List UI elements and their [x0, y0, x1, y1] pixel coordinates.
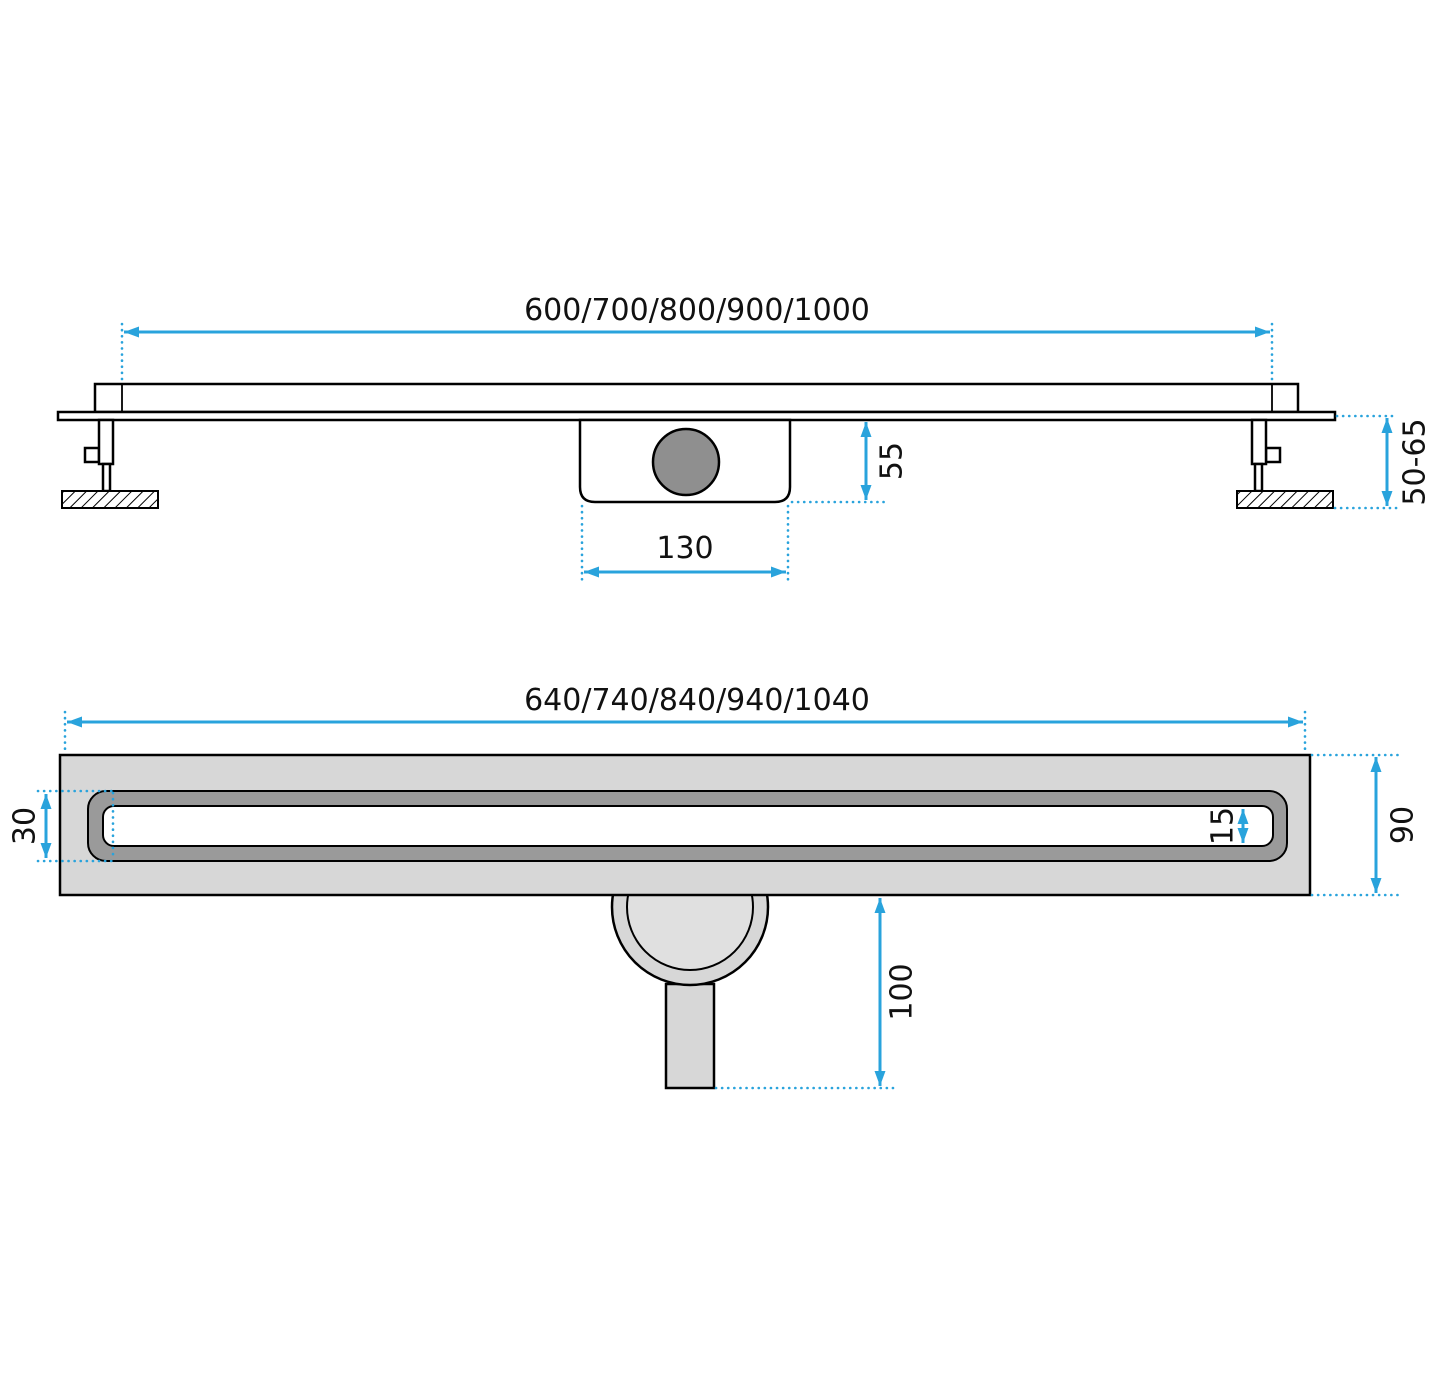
side-dim-adjustable-height: 50-65	[1333, 414, 1433, 510]
side-trap	[578, 418, 792, 504]
left-foot-pad	[61, 490, 159, 509]
right-foot-bracket	[1250, 418, 1268, 466]
left-foot-bracket	[97, 418, 115, 466]
dim-label-slot-width: 15	[1206, 807, 1241, 845]
right-foot-pin	[1253, 462, 1264, 493]
left-foot-tab	[83, 446, 101, 464]
outlet-pipe	[664, 982, 716, 1090]
dim-label-trap-width: 130	[656, 531, 713, 566]
plan-view: 640/740/840/940/1040 30 15 90 100	[8, 683, 1421, 1090]
side-left-foot	[61, 418, 159, 509]
side-dim-trap-width: 130	[580, 504, 790, 584]
grate-bar	[93, 382, 1300, 414]
plan-dim-channel-width: 30	[8, 789, 117, 863]
right-foot-tab	[1264, 446, 1282, 464]
dim-label-side-length: 600/700/800/900/1000	[524, 293, 870, 328]
left-foot-pin	[101, 462, 112, 493]
dim-label-adjustable-height: 50-65	[1398, 418, 1433, 505]
channel-slot	[102, 805, 1274, 847]
dim-label-trap-height: 55	[875, 442, 910, 480]
plan-dim-length: 640/740/840/940/1040	[63, 683, 1307, 755]
plan-dim-slot-width: 15	[1206, 807, 1249, 845]
plan-body	[58, 753, 1312, 897]
side-channel-body	[56, 382, 1337, 422]
side-right-foot	[1236, 418, 1334, 509]
dim-label-flange-width: 90	[1386, 806, 1421, 844]
plan-dim-flange-width: 90	[1310, 753, 1421, 897]
trap-outlet-circle	[651, 427, 721, 497]
dim-label-plan-length: 640/740/840/940/1040	[524, 683, 870, 718]
right-foot-pad	[1236, 490, 1334, 509]
plan-dim-outlet-offset: 100	[714, 898, 920, 1090]
dim-label-channel-width: 30	[8, 807, 43, 845]
side-dim-trap-height: 55	[790, 422, 910, 504]
side-view: 600/700/800/900/1000 55 130 50-65	[56, 293, 1433, 584]
side-dim-length: 600/700/800/900/1000	[120, 293, 1274, 384]
dim-label-outlet-offset: 100	[885, 963, 920, 1020]
